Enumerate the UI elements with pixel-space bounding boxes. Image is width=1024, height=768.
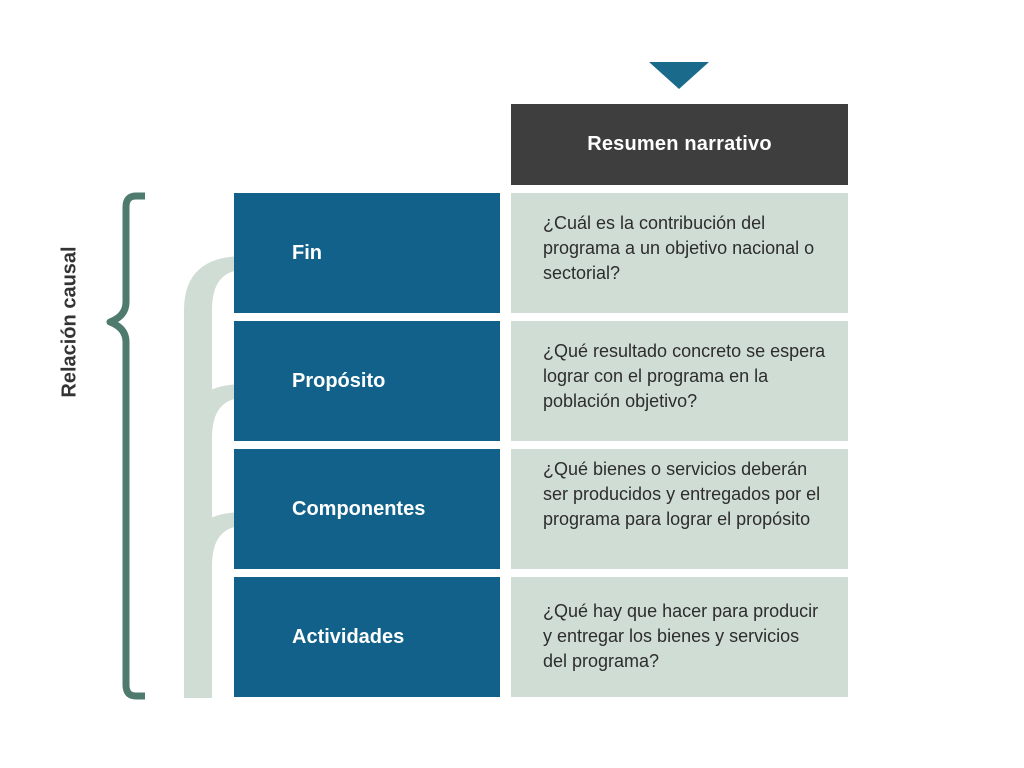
curly-brace-icon	[106, 192, 145, 700]
level-cell-componentes: Componentes	[234, 449, 500, 569]
question-cell-actividades: ¿Qué hay que hacer para producir y entre…	[511, 577, 848, 697]
level-cell-actividades: Actividades	[234, 577, 500, 697]
level-cell-proposito: Propósito	[234, 321, 500, 441]
level-cell-fin: Fin	[234, 193, 500, 313]
down-triangle-icon	[649, 62, 709, 89]
question-cell-fin: ¿Cuál es la contribución del programa a …	[511, 193, 848, 313]
question-cell-proposito: ¿Qué resultado concreto se espera lograr…	[511, 321, 848, 441]
question-cell-componentes: ¿Qué bienes o servicios deberán ser prod…	[511, 449, 848, 569]
column-header: Resumen narrativo	[511, 104, 848, 185]
